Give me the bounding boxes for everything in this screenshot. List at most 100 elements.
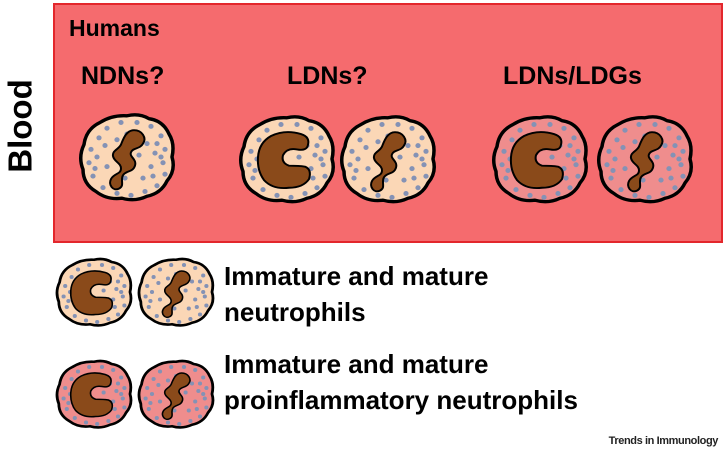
granule-dot xyxy=(405,143,411,149)
granule-dot xyxy=(188,317,193,321)
granule-dot xyxy=(100,185,106,191)
granule-dot xyxy=(573,162,579,168)
granule-dot xyxy=(66,401,71,405)
granule-dot xyxy=(146,407,151,411)
granule-dot xyxy=(95,320,100,324)
granule-dot xyxy=(201,392,206,396)
granule-dot xyxy=(172,408,177,413)
granule-dot xyxy=(156,383,161,387)
granule-dot xyxy=(355,156,361,162)
granule-dot xyxy=(365,166,371,172)
granule-dot xyxy=(636,122,642,127)
legend-item-neutrophils: Immature and mature neutrophils xyxy=(224,258,488,330)
granule-dot xyxy=(189,381,195,386)
granule-dot xyxy=(666,166,672,172)
granule-dot xyxy=(260,187,266,193)
granule-dot xyxy=(571,135,577,141)
granule-dot xyxy=(157,267,163,272)
granule-dot xyxy=(75,267,81,272)
blood-label: Blood xyxy=(0,62,42,190)
granule-dot xyxy=(563,175,569,181)
granule-dot xyxy=(660,191,666,196)
granule-dot xyxy=(72,314,77,318)
granule-dot xyxy=(193,266,198,270)
segmented-nucleus xyxy=(627,131,664,193)
granule-dot xyxy=(347,162,353,168)
granule-dot xyxy=(193,399,198,404)
humans-title: Humans xyxy=(69,15,160,41)
granule-dot xyxy=(194,305,199,309)
granule-dot xyxy=(118,120,124,125)
mature-neutrophil-cell xyxy=(77,111,177,203)
granule-dot xyxy=(169,263,174,267)
granule-dot xyxy=(567,143,573,149)
granule-dot xyxy=(162,146,168,152)
granule-dot xyxy=(66,299,71,303)
granule-dot xyxy=(513,187,519,193)
granule-dot xyxy=(134,120,140,125)
granule-dot xyxy=(274,192,280,198)
granule-dot xyxy=(197,279,203,284)
granule-dot xyxy=(575,148,581,154)
granule-dot xyxy=(620,145,626,150)
granule-dot xyxy=(88,146,94,152)
granule-dot xyxy=(90,173,96,179)
granule-dot xyxy=(676,156,682,162)
granule-dot xyxy=(672,185,678,191)
granule-dot xyxy=(571,156,577,162)
granule-dot xyxy=(122,175,128,181)
granule-dot xyxy=(409,125,415,131)
segmented-nucleus xyxy=(370,131,407,193)
segmented-nucleus xyxy=(109,129,146,191)
granule-dot xyxy=(248,148,254,154)
granule-dot xyxy=(122,386,127,390)
granule-dot xyxy=(202,294,207,299)
granule-dot xyxy=(75,369,81,374)
granule-dot xyxy=(160,160,166,166)
blood-label-text: Blood xyxy=(2,79,40,173)
granule-dot xyxy=(115,381,121,386)
granule-dot xyxy=(181,263,187,267)
granule-dot xyxy=(63,284,68,288)
granule-dot xyxy=(114,287,119,291)
granule-dot xyxy=(302,191,308,196)
granule-dot xyxy=(69,275,74,279)
granule-dot xyxy=(157,297,163,302)
granule-dot xyxy=(183,390,188,395)
granule-dot xyxy=(86,160,92,166)
granule-dot xyxy=(632,139,638,145)
granule-dot xyxy=(69,377,74,381)
group-label-ldns: LDNs? xyxy=(287,62,368,90)
granule-dot xyxy=(150,173,156,179)
granule-dot xyxy=(312,152,318,158)
granule-dot xyxy=(423,148,429,154)
granule-dot xyxy=(668,175,674,181)
granule-dot xyxy=(115,279,121,284)
granule-dot xyxy=(186,408,191,413)
granule-dot xyxy=(151,275,156,279)
granule-dot xyxy=(549,154,555,160)
granule-dot xyxy=(252,168,258,173)
segmented-nucleus xyxy=(161,270,191,319)
granule-dot xyxy=(322,148,328,154)
granule-dot xyxy=(83,420,89,425)
granule-dot xyxy=(165,420,171,425)
granule-dot xyxy=(375,192,381,198)
legend-text-line: proinflammatory neutrophils xyxy=(224,385,578,415)
granule-dot xyxy=(145,386,150,390)
granule-dot xyxy=(114,389,119,393)
granule-dot xyxy=(144,141,150,147)
granule-dot xyxy=(140,175,146,181)
granule-dot xyxy=(264,127,270,133)
granule-dot xyxy=(154,416,159,420)
granule-dot xyxy=(197,312,203,317)
granule-dot xyxy=(151,377,156,381)
humans-panel: Humans NDNs? LDNs? LDNs/LDGs xyxy=(53,3,723,243)
granule-dot xyxy=(389,194,395,200)
granule-dot xyxy=(375,139,381,145)
granule-dot xyxy=(419,135,425,141)
granule-dot xyxy=(145,284,150,288)
granule-dot xyxy=(363,145,369,150)
granule-dot xyxy=(666,125,672,131)
